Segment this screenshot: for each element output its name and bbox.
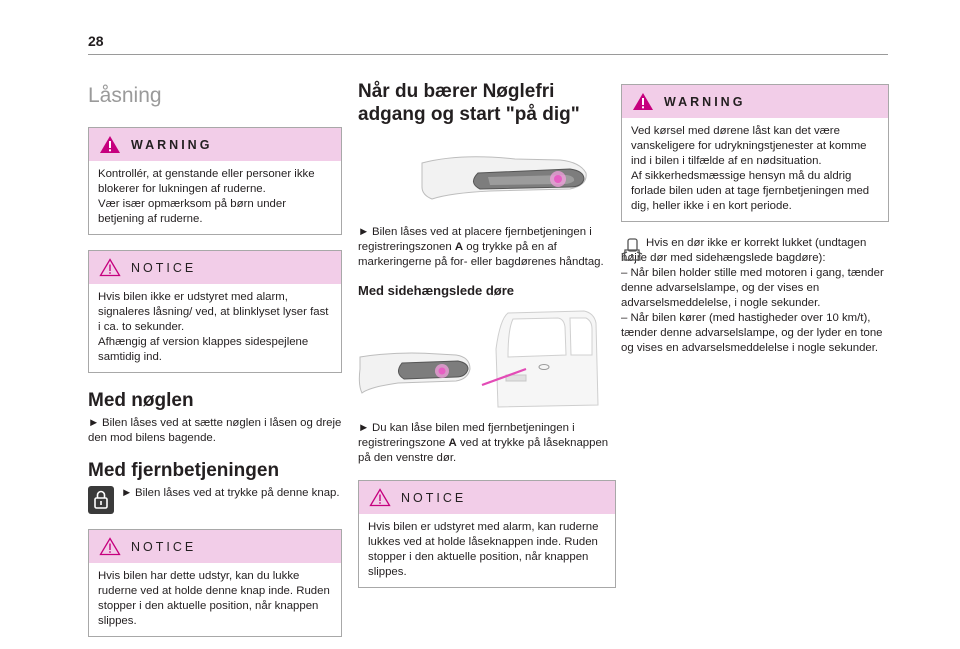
remote-text-body: Bilen låses ved at trykke på denne knap. xyxy=(135,487,340,499)
remote-text: ►Bilen låses ved at trykke på denne knap… xyxy=(121,486,340,514)
zone-letter: A xyxy=(448,437,457,449)
zone-letter: A xyxy=(454,241,464,253)
column-2: Når du bærer Nøglefri adgang og start "p… xyxy=(358,76,616,588)
column-3: WARNING Ved kørsel med dørene låst kan d… xyxy=(621,76,889,356)
warning-label: WARNING xyxy=(131,137,213,152)
notice-triangle-icon xyxy=(369,488,391,507)
with-key-text: ►Bilen låses ved at sætte nøglen i låsen… xyxy=(88,416,342,446)
arrow-bullet: ► xyxy=(358,422,370,434)
page-number: 28 xyxy=(88,33,104,49)
sliding-door-text: ►Du kan låse bilen med fjernbetjeningen … xyxy=(358,421,616,466)
remote-row: ►Bilen låses ved at trykke på denne knap… xyxy=(88,486,342,514)
notice-triangle-icon xyxy=(99,537,121,556)
notice-text: Hvis bilen ikke er udstyret med alarm, s… xyxy=(98,291,329,363)
open-door-warning-icon xyxy=(621,238,643,261)
door-handle-illustration xyxy=(421,156,587,200)
keyless-text-part: og trykke på en af markeringerne på for-… xyxy=(358,241,604,268)
with-key-heading: Med nøglen xyxy=(88,390,194,411)
arrow-bullet: ► xyxy=(358,226,370,238)
warning-text: Ved kørsel med dørene låst kan det være … xyxy=(631,125,870,212)
warning-label: WARNING xyxy=(664,94,746,109)
notice-label: NOTICE xyxy=(131,539,197,554)
lock-button-icon xyxy=(88,486,114,514)
keyless-heading: Når du bærer Nøglefri adgang og start "p… xyxy=(358,81,580,125)
section-title: Låsning xyxy=(88,84,162,107)
warning-triangle-icon xyxy=(100,136,120,153)
warning-box-header: WARNING xyxy=(89,128,341,161)
notice-label: NOTICE xyxy=(131,260,197,275)
notice-label: NOTICE xyxy=(401,490,467,505)
warning-text: Kontrollér, at genstande eller personer … xyxy=(98,168,315,225)
keyless-text: ►Bilen låses ved at placere fjernbetjeni… xyxy=(358,225,616,270)
notice-text: Hvis bilen har dette udstyr, kan du lukk… xyxy=(98,570,330,627)
notice-box-2: NOTICE Hvis bilen har dette udstyr, kan … xyxy=(88,529,342,637)
with-key-text-body: Bilen låses ved at sætte nøglen i låsen … xyxy=(88,417,342,444)
remote-heading: Med fjernbetjeningen xyxy=(88,460,280,481)
notice-text: Hvis bilen er udstyret med alarm, kan ru… xyxy=(368,521,599,578)
warning-box: WARNING Kontrollér, at genstande eller p… xyxy=(88,127,342,235)
column-1: Låsning WARNING Kontrollér, at genstande… xyxy=(88,76,342,637)
sliding-text-part: Du kan låse bilen med fjernbetjeningen i… xyxy=(358,422,575,449)
arrow-bullet: ► xyxy=(121,487,133,499)
notice-box-header: NOTICE xyxy=(359,481,615,514)
header-rule xyxy=(88,54,888,55)
notice-box-header: NOTICE xyxy=(89,251,341,284)
notice-box-header: NOTICE xyxy=(89,530,341,563)
door-warning-block: Hvis en dør ikke er korrekt lukket (undt… xyxy=(621,236,889,356)
keyless-text-part: Bilen låses ved at placere fjernbetjenin… xyxy=(358,226,592,253)
sliding-door-heading: Med sidehængslede døre xyxy=(358,283,515,298)
notice-triangle-icon xyxy=(99,258,121,277)
sliding-text-part: ved at trykke på låseknappen på den vens… xyxy=(358,437,609,464)
warning-box-2: WARNING Ved kørsel med dørene låst kan d… xyxy=(621,84,889,222)
warning-triangle-icon xyxy=(633,93,653,110)
arrow-bullet: ► xyxy=(88,417,100,429)
notice-box: NOTICE Hvis bilen ikke er udstyret med a… xyxy=(88,250,342,373)
notice-box-3: NOTICE Hvis bilen er udstyret med alarm,… xyxy=(358,480,616,588)
warning-box-header: WARNING xyxy=(622,85,888,118)
door-warning-text: Hvis en dør ikke er korrekt lukket (undt… xyxy=(621,237,884,354)
sliding-door-illustration xyxy=(358,310,599,408)
